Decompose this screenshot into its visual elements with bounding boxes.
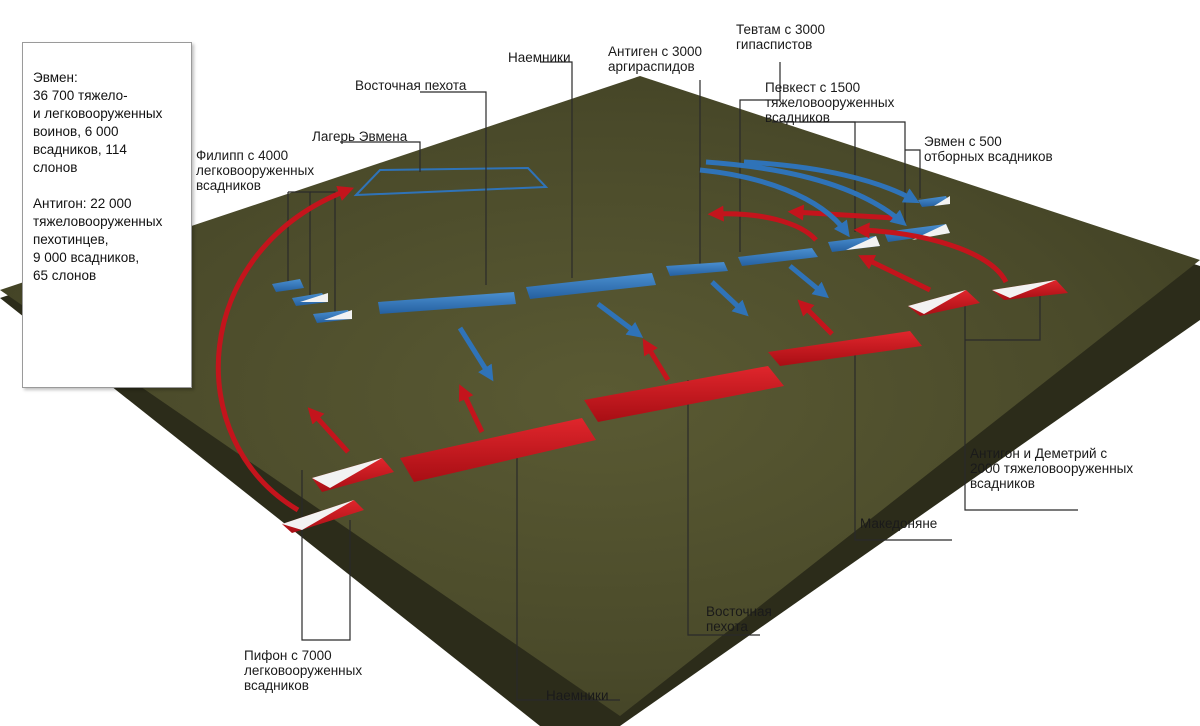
red-army xyxy=(282,280,1068,533)
label-antigonus-demetrius: Антигон и Деметрий с 2000 тяжеловооружен… xyxy=(970,446,1134,491)
red-eastern-infantry xyxy=(584,366,784,422)
blue-mercenaries xyxy=(526,273,656,299)
blue-army xyxy=(272,196,950,323)
label-peucestas: Певкест с 1500 тяжеловооруженных всадник… xyxy=(765,80,895,125)
red-mercenaries xyxy=(400,418,596,482)
red-cavalry-markers xyxy=(282,280,1056,530)
blue-eumenes-cavalry xyxy=(884,224,950,242)
legend-antigonus: Антигон: 22 000 тяжеловооруженных пехоти… xyxy=(33,196,163,283)
blue-argyraspids xyxy=(666,262,728,276)
label-macedonians: Македоняне xyxy=(860,516,938,531)
leader-lines xyxy=(287,61,1078,701)
label-philip: Филипп с 4000 легковооруженных всадников xyxy=(196,148,315,193)
blue-flank-3 xyxy=(313,310,352,323)
blue-peucestas-cavalry xyxy=(828,236,880,252)
legend-eumenes: Эвмен: 36 700 тяжело- и легковооруженных… xyxy=(33,70,163,175)
red-flank-arc-arrow xyxy=(215,185,354,513)
blue-hypaspists xyxy=(738,248,818,266)
red-arrows xyxy=(215,185,1009,513)
blue-flank-1 xyxy=(272,279,304,292)
blue-arrows xyxy=(457,159,920,382)
label-teutamus: Тевтам с 3000 гипаспистов xyxy=(736,22,825,52)
blue-eastern-infantry xyxy=(378,292,516,314)
label-pithon: Пифон с 7000 легковооруженных всадников xyxy=(244,648,363,693)
legend-box: Эвмен: 36 700 тяжело- и легковооруженных… xyxy=(22,42,192,388)
label-eastern-infantry-blue: Восточная пехота xyxy=(355,78,467,93)
label-eastern-infantry-red: Восточная пехота xyxy=(706,604,772,634)
label-mercenaries-blue: Наемники xyxy=(508,50,571,65)
label-mercenaries-red: Наемники xyxy=(546,688,609,703)
eumenes-camp-outline xyxy=(353,166,549,197)
label-eumenes-500: Эвмен с 500 отборных всадников xyxy=(924,134,1053,164)
label-eumenes-camp: Лагерь Эвмена xyxy=(312,129,408,144)
label-antigenes: Антиген с 3000 аргираспидов xyxy=(608,44,703,74)
red-macedonians xyxy=(768,331,922,366)
